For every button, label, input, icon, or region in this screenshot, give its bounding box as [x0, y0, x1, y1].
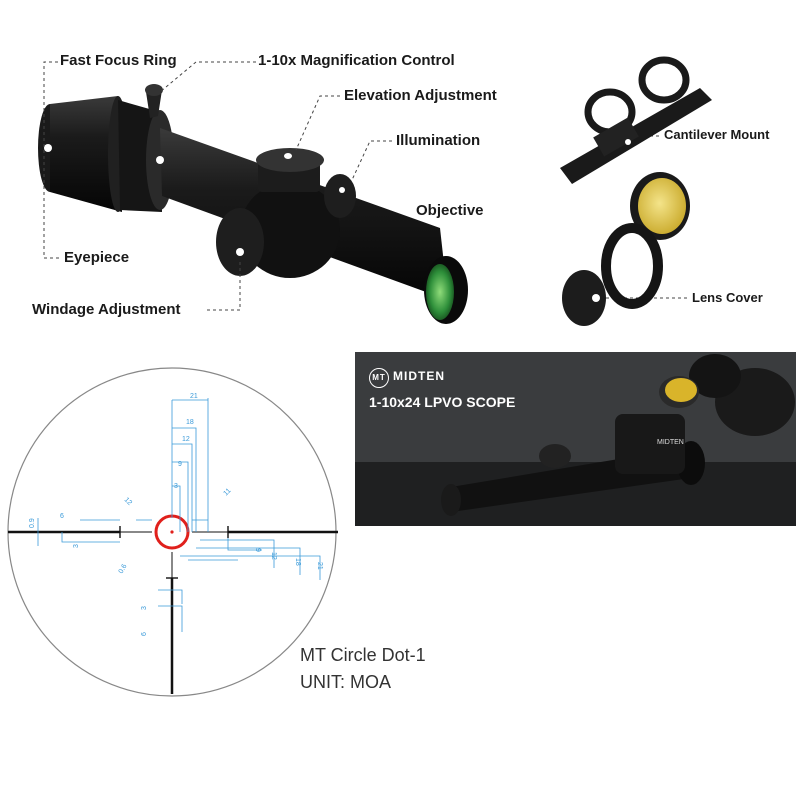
reticle-dimensions — [37, 398, 321, 632]
dim-circle-12: 12 — [123, 496, 134, 507]
dim-top-21: 21 — [190, 393, 198, 400]
dim-right-21: 21 — [316, 562, 323, 570]
label-elevation: Elevation Adjustment — [344, 87, 497, 104]
eyepiece — [38, 96, 128, 212]
reticle-dimension-numbers: 21 18 12 9 3 9 12 18 21 0.9 6 3 3 6 12 1… — [29, 393, 323, 636]
illumination-knob — [324, 174, 356, 218]
dim-top-9: 9 — [178, 461, 182, 468]
dim-bottom-3: 3 — [141, 606, 148, 610]
product-model: 1-10x24 LPVO SCOPE — [369, 394, 516, 410]
dim-top-18: 18 — [186, 419, 194, 426]
label-eyepiece: Eyepiece — [64, 249, 130, 266]
brand-logo: MT — [369, 368, 389, 388]
label-cantilever-mount: Cantilever Mount — [664, 127, 770, 142]
reticle-unit: UNIT: MOA — [300, 672, 392, 692]
label-fast-focus-ring: Fast Focus Ring — [60, 52, 177, 69]
windage-turret — [216, 208, 264, 276]
dim-right-9: 9 — [254, 548, 261, 552]
reticle-name: MT Circle Dot-1 — [300, 645, 426, 665]
cantilever-mount — [560, 56, 712, 184]
dim-top-3: 3 — [174, 483, 178, 490]
dim-left-3: 3 — [73, 544, 80, 548]
objective-lens — [424, 256, 468, 324]
dim-right-18: 18 — [294, 558, 301, 566]
lens-cover-open — [601, 223, 663, 309]
brand-text: MIDTEN — [393, 369, 445, 383]
dim-left-0.9: 0.9 — [29, 518, 36, 528]
reticle — [7, 367, 338, 697]
brand-name: MT MIDTEN — [369, 368, 445, 388]
dim-left-6: 6 — [60, 513, 64, 520]
label-windage: Windage Adjustment — [32, 301, 181, 318]
dim-right-12: 12 — [270, 552, 277, 560]
mount-engraving: MIDTEN — [657, 439, 684, 446]
photo-scene: MIDTEN — [355, 352, 796, 526]
label-lens-cover: Lens Cover — [692, 290, 763, 305]
label-magnification: 1-10x Magnification Control — [258, 52, 455, 69]
label-illumination: Illumination — [396, 132, 481, 149]
lens-cover-closed — [562, 270, 606, 326]
dim-top-12: 12 — [182, 436, 190, 443]
label-objective: Objective — [416, 202, 484, 219]
dim-circle-11: 11 — [222, 487, 232, 497]
dim-bottom-6: 6 — [141, 632, 148, 636]
product-photo-panel: MIDTEN MT MIDTEN 1-10x24 LPVO SCOPE — [355, 352, 796, 526]
lens-cover-yellow — [630, 172, 690, 240]
dim-circle-0.6: 0.6 — [118, 563, 129, 575]
turret-housing — [240, 148, 340, 278]
